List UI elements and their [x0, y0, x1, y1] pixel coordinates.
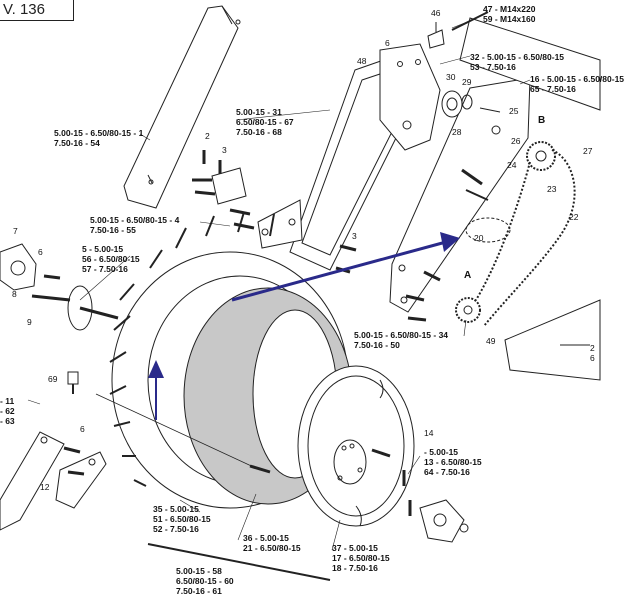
part-number-26: 26 [511, 136, 521, 146]
part-number-20: 20 [474, 233, 484, 243]
callout-label-c31-0: 5.00-15 - 31 [236, 107, 282, 117]
bolt-icon [192, 150, 441, 322]
callout-label-c35-1: 51 - 6.50/80-15 [153, 514, 211, 524]
callout-label-c31-1: 6.50/80-15 - 67 [236, 117, 294, 127]
part-number-7: 7 [13, 226, 18, 236]
part-number-27: 27 [583, 146, 593, 156]
diagram-title: V. 136 [3, 1, 45, 18]
callout-label-c1-0: 5.00-15 - 6.50/80-15 - 1 [54, 128, 144, 138]
callout-label-c34-1: 7.50-16 - 50 [354, 340, 400, 350]
assembly-arrow [231, 232, 460, 302]
callout-label-c5-2: 57 - 7.50-16 [82, 264, 128, 274]
diagram-title-box: V. 136 [0, 0, 74, 21]
valve-icon [67, 371, 79, 394]
sprocket-letter-A: A [464, 270, 472, 281]
part-number-12: 12 [40, 482, 50, 492]
callout-label-c11-1: - 62 [0, 406, 15, 416]
callout-label-c5-0: 5 - 5.00-15 [82, 244, 124, 254]
callout-label-c58-2: 7.50-16 - 61 [176, 586, 222, 596]
frame-bar-icon [123, 5, 241, 209]
sprocket-letter-B: B [538, 115, 546, 126]
part-number-69: 69 [48, 374, 58, 384]
callout-label-c47-0: 47 - M14x220 [483, 4, 536, 14]
rim-icon [297, 365, 415, 527]
part-number-8: 8 [12, 289, 17, 299]
callout-label-c1-1: 7.50-16 - 54 [54, 138, 100, 148]
diagram-artwork [0, 5, 601, 581]
callout-label-c35-2: 52 - 7.50-16 [153, 524, 199, 534]
lower-bracket-icon [0, 431, 107, 531]
right-beam-icon [459, 17, 601, 381]
callout-label-c36-0: 36 - 5.00-15 [243, 533, 289, 543]
part-number-22: 22 [569, 212, 579, 222]
part-number-6: 6 [38, 247, 43, 257]
part-number-23: 23 [547, 184, 557, 194]
frame-arm-icon [257, 43, 441, 271]
part-number-3: 3 [352, 231, 357, 241]
part-number-46: 46 [431, 8, 441, 18]
callout-label-c31-2: 7.50-16 - 68 [236, 127, 282, 137]
direction-arrow [95, 360, 261, 471]
part-number-49: 49 [486, 336, 496, 346]
part-number-6: 6 [385, 38, 390, 48]
callout-label-c4-0: 5.00-15 - 6.50/80-15 - 4 [90, 215, 180, 225]
callout-label-c13-2: 64 - 7.50-16 [424, 467, 470, 477]
callout-label-c58-0: 5.00-15 - 58 [176, 566, 222, 576]
callout-label-c37-1: 17 - 6.50/80-15 [332, 553, 390, 563]
part-number-9: 9 [27, 317, 32, 327]
part-number-2: 2 [205, 131, 210, 141]
part-number-29: 29 [462, 77, 472, 87]
part-number-48: 48 [357, 56, 367, 66]
sprocket-icon [526, 141, 556, 171]
callout-label-c37-2: 18 - 7.50-16 [332, 563, 378, 573]
chain-icon [475, 149, 576, 327]
part-number-3: 3 [222, 145, 227, 155]
callout-label-c11-2: - 63 [0, 416, 15, 426]
callout-label-c37-0: 37 - 5.00-15 [332, 543, 378, 553]
callout-label-c4-1: 7.50-16 - 55 [90, 225, 136, 235]
callout-label-c5-1: 56 - 6.50/80-15 [82, 254, 140, 264]
axle-hub-icon [0, 243, 119, 331]
callout-label-c16-0: 16 - 5.00-15 - 6.50/80-15 [530, 74, 624, 84]
sprocket-icon [455, 297, 481, 323]
callout-label-c32-0: 32 - 5.00-15 - 6.50/80-15 [470, 52, 565, 62]
part-number-14: 14 [424, 428, 434, 438]
callout-label-c36-1: 21 - 6.50/80-15 [243, 543, 301, 553]
callout-label-c53-0: 53 - 7.50-16 [470, 62, 516, 72]
part-number-6: 6 [590, 353, 595, 363]
callout-label-c13-1: 13 - 6.50/80-15 [424, 457, 482, 467]
part-number-2: 2 [590, 343, 595, 353]
part-number-28: 28 [452, 127, 462, 137]
callout-label-c13-0: - 5.00-15 [424, 447, 459, 457]
part-number-6: 6 [80, 424, 85, 434]
leader-lines [27, 19, 531, 551]
callout-label-c34-0: 5.00-15 - 6.50/80-15 - 34 [354, 330, 449, 340]
part-number-24: 24 [507, 160, 517, 170]
callout-label-c65-0: 65 - 7.50-16 [530, 84, 576, 94]
callout-label-c59-0: 59 - M14x160 [483, 14, 536, 24]
part-number-25: 25 [509, 106, 519, 116]
callout-label-c35-0: 35 - 5.00-15 [153, 504, 199, 514]
callout-label-c11-0: - 11 [0, 396, 15, 406]
part-number-30: 30 [446, 72, 456, 82]
hub-icon [441, 90, 473, 118]
callout-label-c58-1: 6.50/80-15 - 60 [176, 576, 234, 586]
hub-flange-icon [402, 470, 469, 543]
